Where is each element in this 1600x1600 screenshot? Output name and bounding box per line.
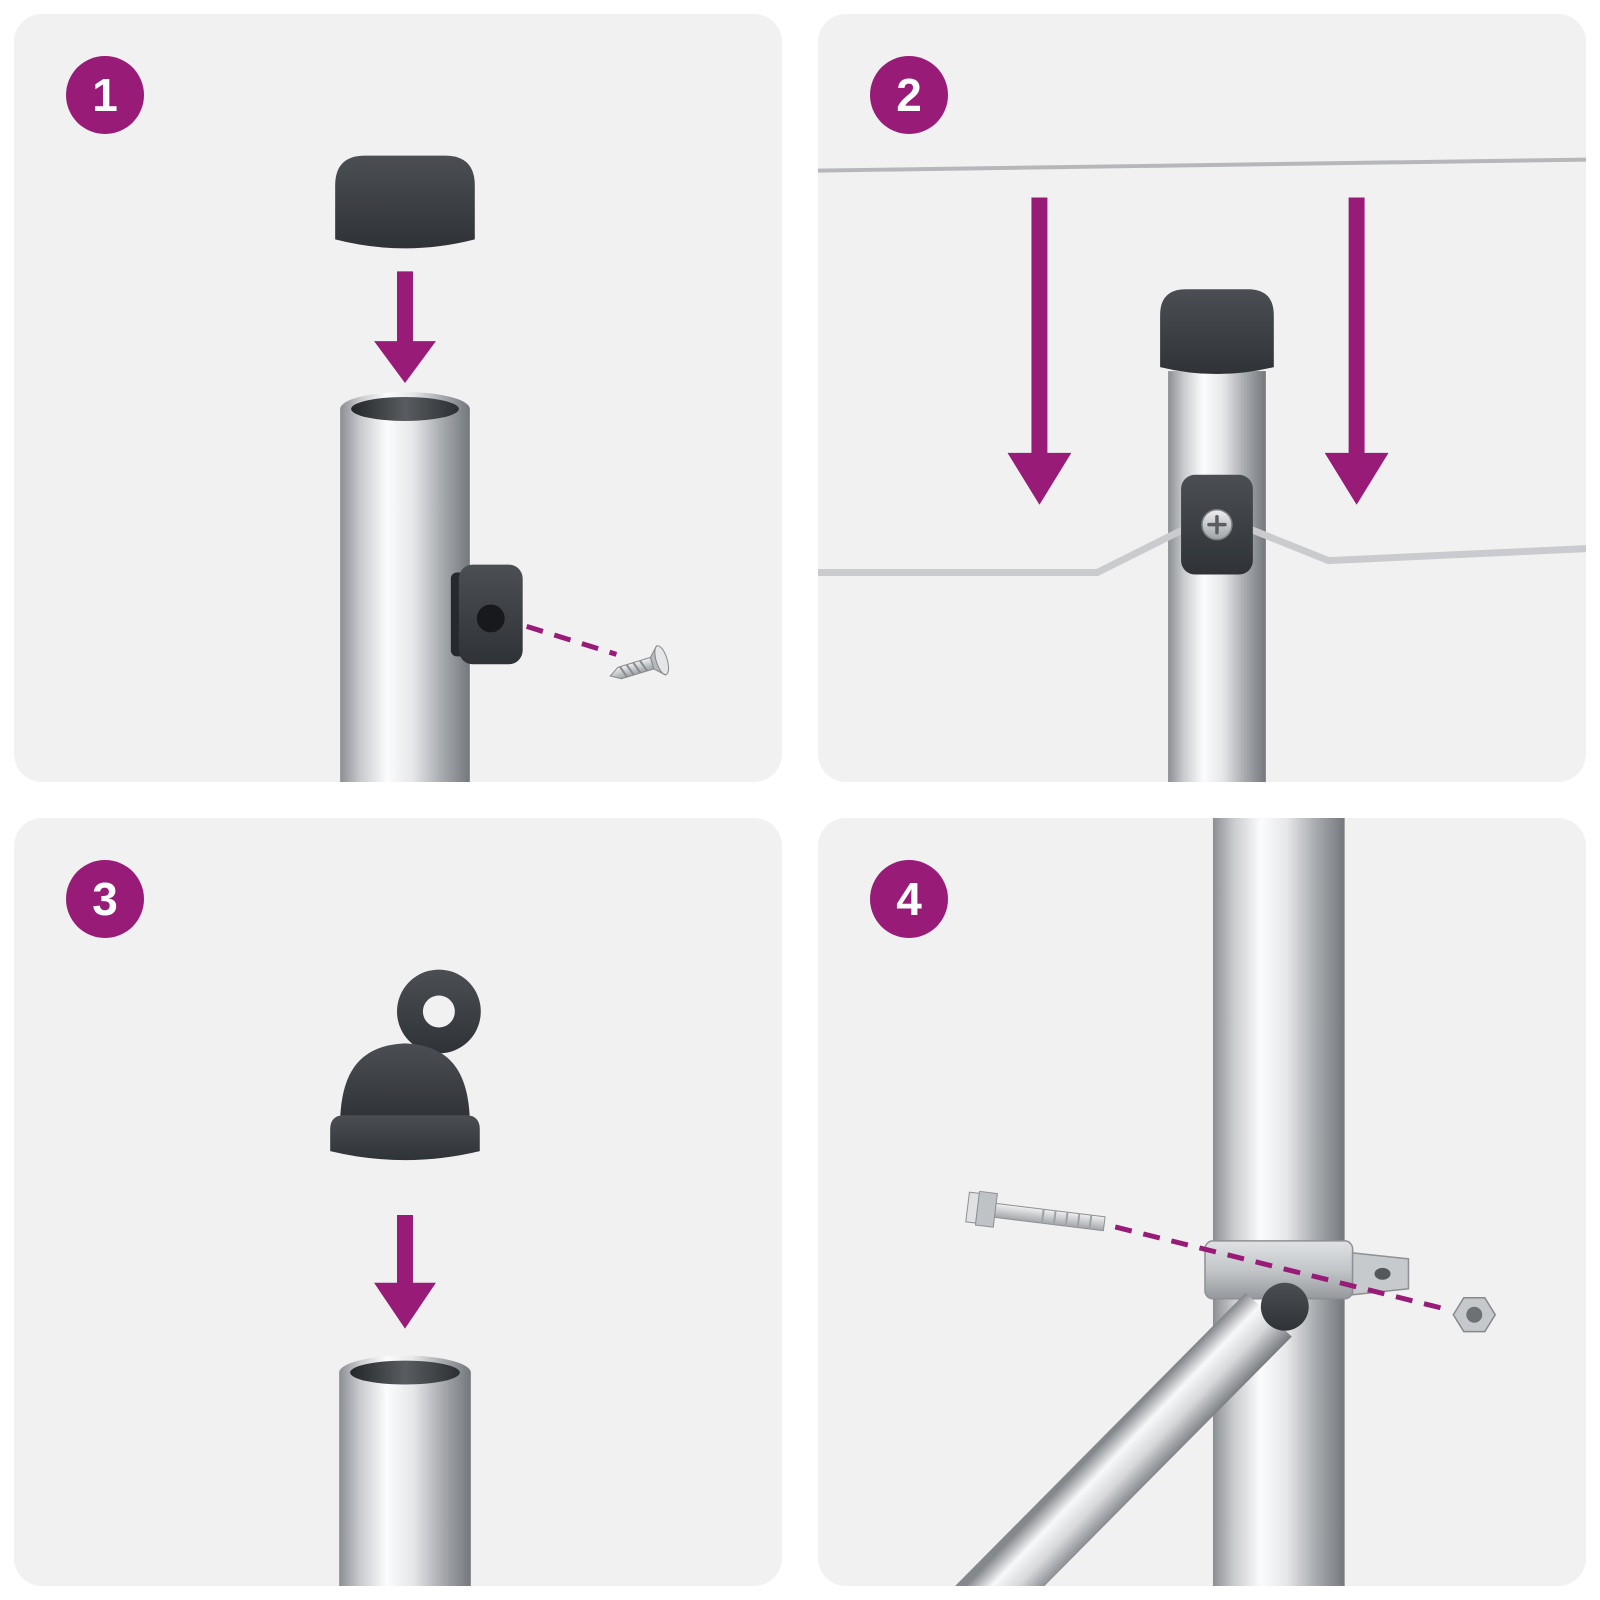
capped-post: [1160, 289, 1274, 782]
step-number-4: 4: [896, 873, 922, 925]
step-badge-2: 2: [870, 56, 948, 134]
upper-tension-wire: [818, 157, 1586, 173]
step-badge-3: 3: [66, 860, 144, 938]
step-panel-3: 3: [14, 818, 782, 1586]
wire-clamp: [1181, 474, 1253, 575]
hex-nut: [1452, 1297, 1497, 1333]
brace-clamp-band: [1204, 1240, 1410, 1300]
down-arrow-icon: [374, 271, 436, 384]
vertical-post: [1212, 818, 1345, 1586]
brace-pivot-knuckle: [1260, 1282, 1309, 1331]
down-arrow-icon: [374, 1214, 436, 1329]
diagonal-brace-post: [955, 1292, 1292, 1586]
step-panel-2: 2: [818, 14, 1586, 782]
illustration-step-1: [335, 155, 670, 782]
step-badge-4: 4: [870, 860, 948, 938]
wire-clamp: [450, 564, 523, 665]
hex-bolt: [965, 1190, 1106, 1232]
step-number-3: 3: [92, 873, 118, 925]
step-number-1: 1: [92, 69, 118, 121]
step-number-2: 2: [896, 69, 922, 121]
clamp-bolt-hole: [1374, 1267, 1391, 1280]
down-arrow-icon: [1324, 197, 1389, 505]
illustration-step-2: [818, 157, 1586, 782]
illustration-step-3: [330, 969, 481, 1586]
down-arrow-icon: [1007, 197, 1072, 505]
metal-post: [339, 1355, 471, 1586]
post-cap: [335, 155, 475, 249]
self-tapping-screw: [609, 644, 670, 680]
metal-post: [340, 392, 470, 782]
step-panel-1: 1: [14, 14, 782, 782]
dashed-guide-line: [525, 624, 618, 657]
illustration-step-4: [955, 818, 1497, 1586]
eyelet-cap: [330, 969, 481, 1161]
phillips-cross-icon: [1207, 514, 1227, 535]
step-panel-4: 4: [818, 818, 1586, 1586]
step-badge-1: 1: [66, 56, 144, 134]
